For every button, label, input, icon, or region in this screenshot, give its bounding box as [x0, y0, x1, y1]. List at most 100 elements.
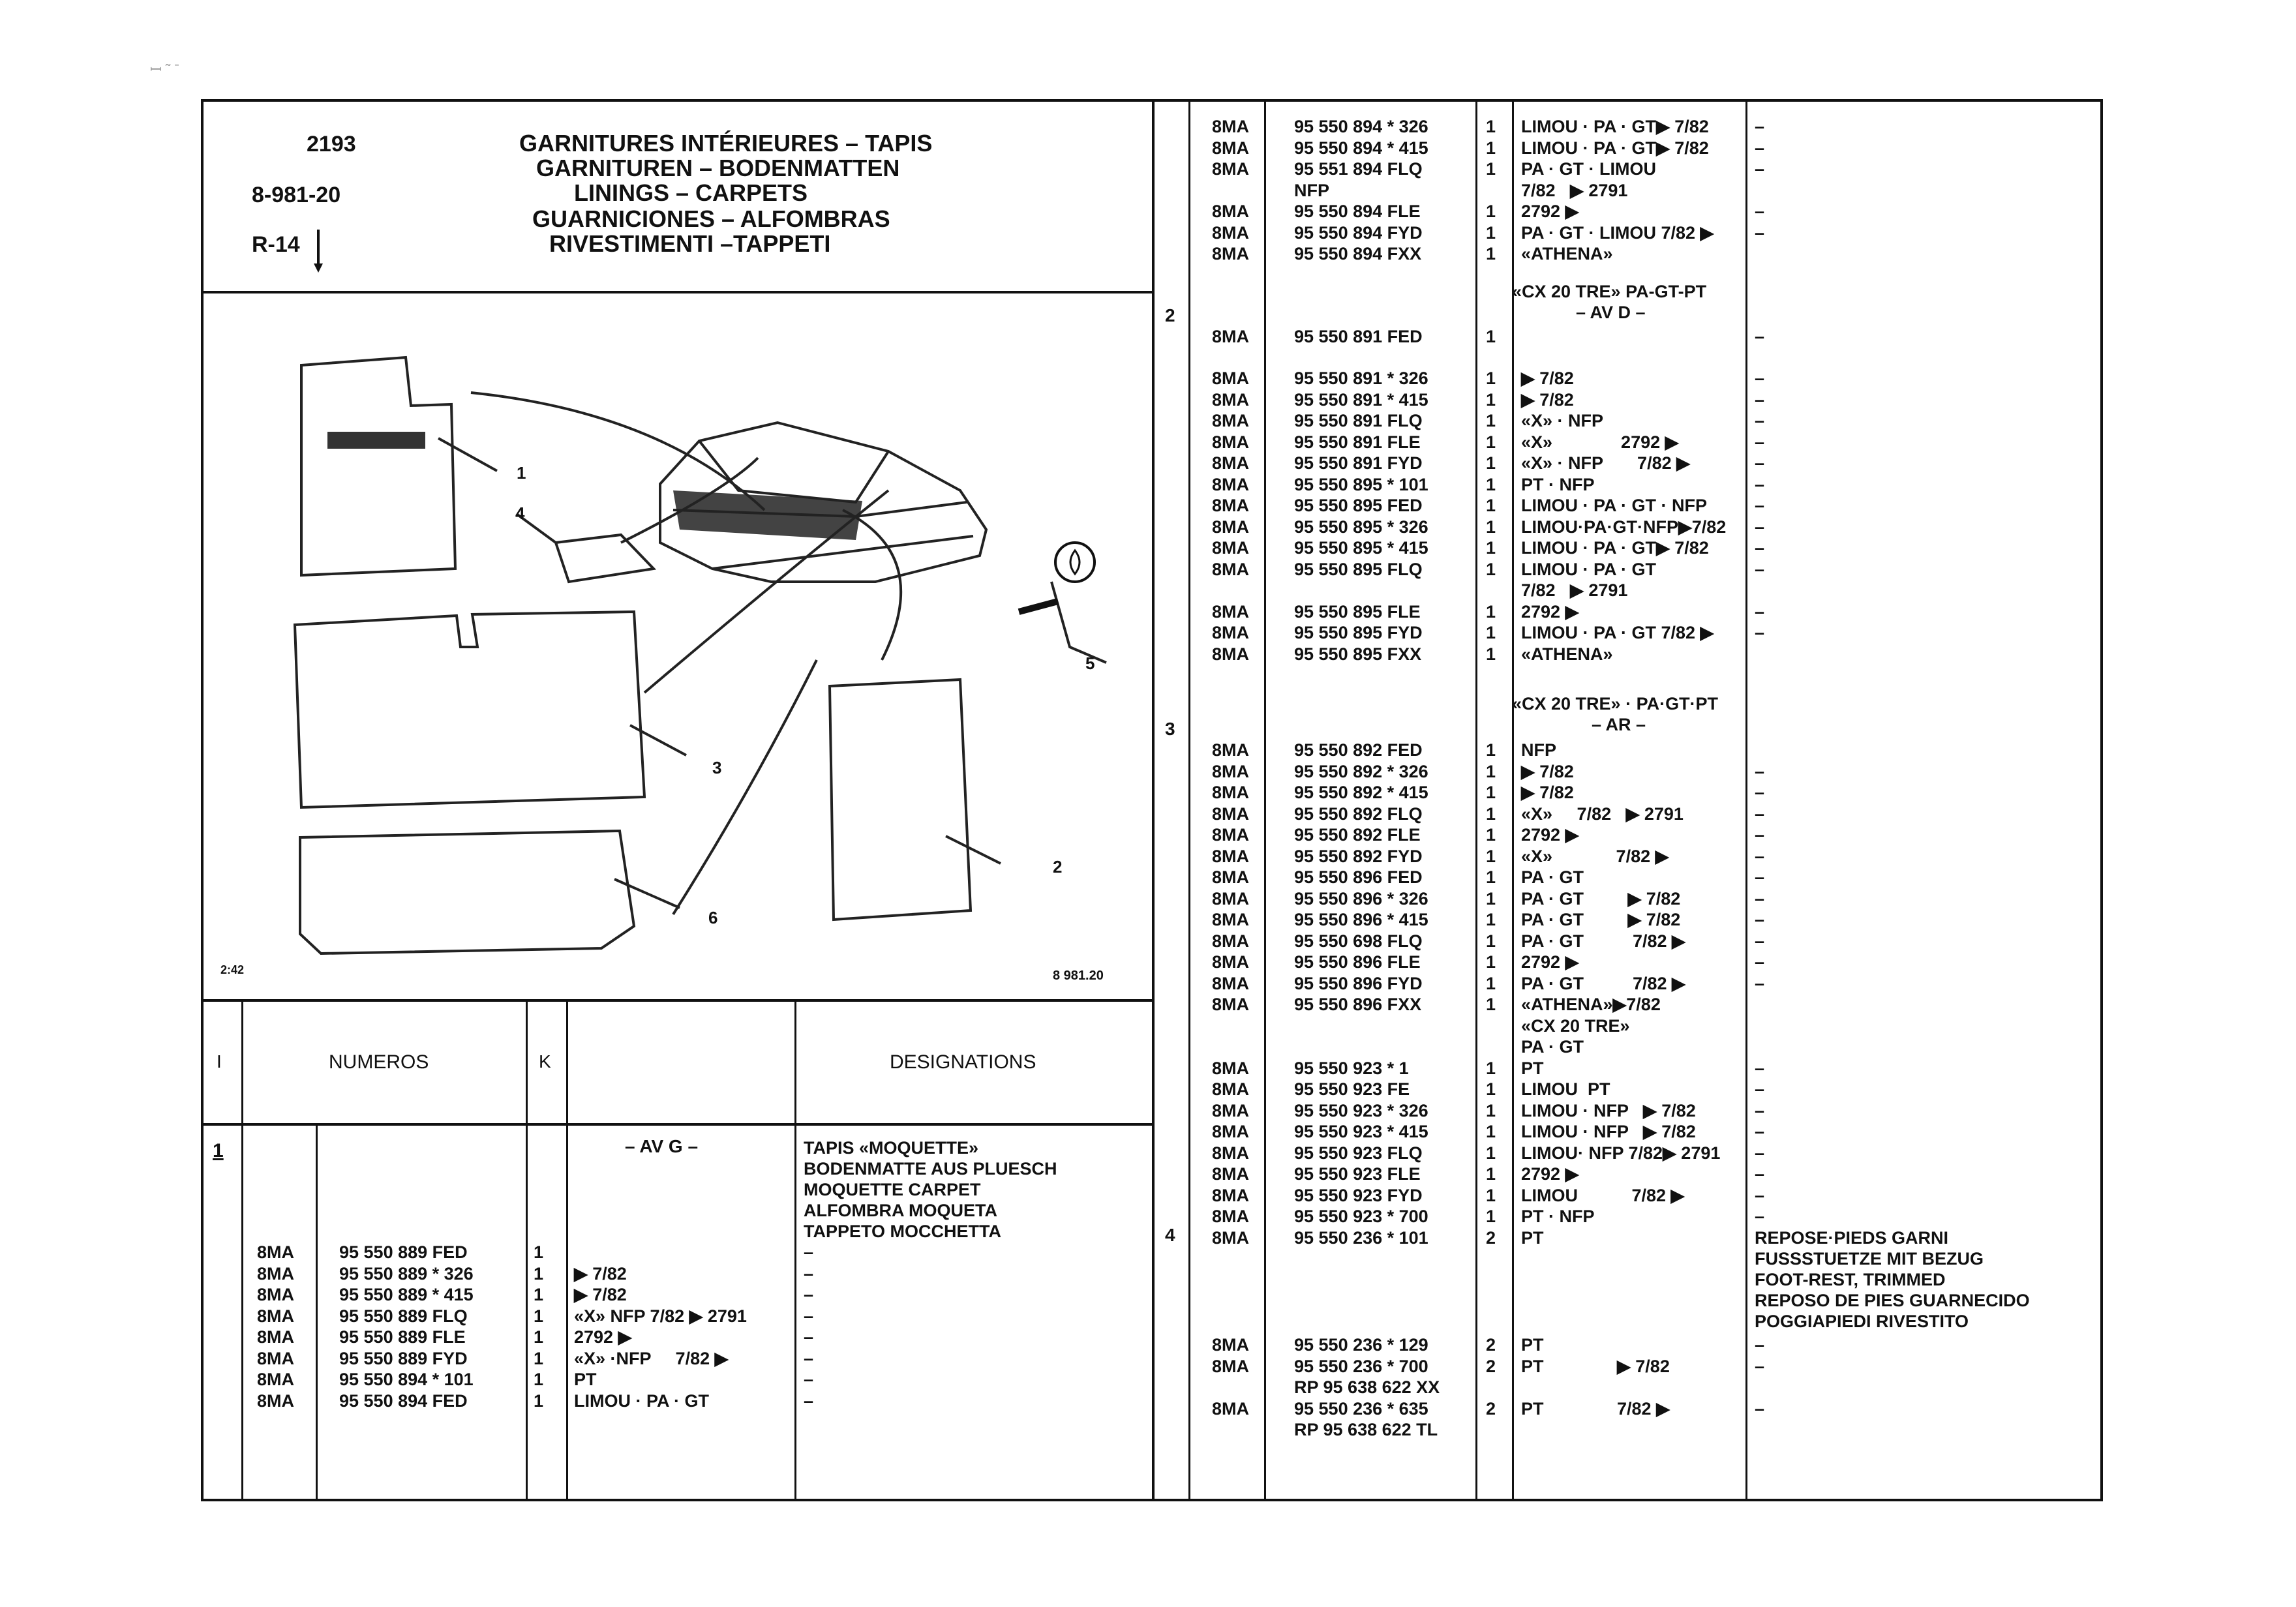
cell-number: RP 95 638 622 XX: [1294, 1377, 1440, 1397]
left-col-line-5: [794, 999, 796, 1501]
cell-prefix: 8MA: [1212, 867, 1250, 887]
left-col-line-1: [241, 999, 243, 1501]
cell-dash: –: [1755, 1207, 1765, 1226]
designation-4-fr: REPOSE·PIEDS GARNI: [1755, 1228, 1949, 1248]
figure-ref: 8 981.20: [1053, 969, 1104, 983]
designation-4-it: POGGIAPIEDI RIVESTITO: [1755, 1312, 1969, 1331]
cell-dash: –: [1755, 1335, 1765, 1355]
cell-prefix: 8MA: [1212, 368, 1250, 388]
cell-qty: 1: [1486, 474, 1496, 494]
cell-prefix: 8MA: [1212, 888, 1250, 909]
cell-variant: PA · GT 7/82 ▶: [1521, 931, 1685, 951]
section-index-1: 1: [213, 1140, 224, 1162]
cell-dash: –: [1755, 783, 1765, 802]
cell-number: 95 550 889 * 415: [339, 1285, 474, 1304]
cell-variant: «X» ·NFP 7/82 ▶: [574, 1348, 729, 1368]
divider-k-col: [1512, 99, 1514, 1501]
cell-qty: 1: [1486, 888, 1496, 909]
cell-prefix: 8MA: [1212, 1100, 1250, 1120]
cell-variant: NFP: [1521, 740, 1556, 760]
cell-variant: LIMOU PT: [1521, 1079, 1610, 1099]
cell-number: 95 550 894 * 101: [339, 1370, 474, 1389]
cell-variant: ▶ 7/82: [1521, 368, 1574, 388]
cell-dash: –: [1755, 538, 1765, 558]
cell-qty: 1: [1486, 601, 1496, 622]
cell-qty: 1: [1486, 931, 1496, 951]
col-header-designations: DESIGNATIONS: [890, 1051, 1036, 1073]
designation-4-de: FUSSSTUETZE MIT BEZUG: [1755, 1249, 1984, 1269]
cell-prefix: 8MA: [1212, 1079, 1250, 1099]
cell-prefix: 8MA: [1212, 1356, 1250, 1376]
cell-prefix: 8MA: [1212, 740, 1250, 760]
callout-1: 1: [517, 463, 526, 483]
cell-dash: –: [1755, 931, 1765, 951]
cell-number: 95 550 698 FLQ: [1294, 931, 1423, 951]
title-fr: GARNITURES INTÉRIEURES – TAPIS: [519, 130, 933, 157]
cell-number: 95 550 892 * 415: [1294, 783, 1428, 802]
cell-number: 95 550 923 FLQ: [1294, 1143, 1423, 1163]
cell-prefix: 8MA: [1212, 453, 1250, 473]
cell-prefix: 8MA: [1212, 244, 1250, 263]
cell-number: 95 550 892 FLQ: [1294, 804, 1423, 824]
cell-qty: 1: [1486, 138, 1496, 158]
cell-prefix: 8MA: [257, 1263, 295, 1284]
cell-prefix: 8MA: [1212, 117, 1250, 136]
cell-dash: –: [1755, 1164, 1765, 1184]
cell-dash: –: [1755, 952, 1765, 972]
cell-prefix: 8MA: [257, 1370, 295, 1389]
cell-dash: –: [1755, 601, 1765, 622]
range-arrow-icon: [314, 230, 323, 273]
cell-number: 95 550 895 FLQ: [1294, 559, 1423, 579]
cell-prefix: 8MA: [1212, 1143, 1250, 1163]
cell-dash: –: [1755, 1356, 1765, 1376]
cell-qty: 1: [1486, 952, 1496, 972]
divider-number-col: [1475, 99, 1477, 1501]
cell-dash: –: [1755, 825, 1765, 845]
cell-variant: «X» 7/82 ▶: [1521, 846, 1669, 866]
cell-dash: –: [804, 1242, 814, 1262]
cell-number: 95 550 236 * 700: [1294, 1356, 1428, 1376]
cell-prefix: 8MA: [1212, 1164, 1250, 1184]
cell-variant: 2792 ▶: [1521, 825, 1579, 845]
designation-block-1: TAPIS «MOQUETTE» BODENMATTE AUS PLUESCH …: [804, 1137, 1057, 1242]
cell-prefix: 8MA: [1212, 783, 1250, 802]
cell-number: 95 550 889 * 326: [339, 1263, 474, 1284]
cell-qty: 2: [1486, 1356, 1496, 1376]
page-range: R-14: [252, 232, 300, 257]
cell-variant: PA · GT 7/82 ▶: [1521, 973, 1685, 993]
cell-dash: –: [804, 1370, 814, 1389]
cell-qty: 1: [1486, 740, 1496, 760]
cell-qty: 1: [1486, 1185, 1496, 1205]
cell-dash: –: [1755, 159, 1765, 179]
cell-number: 95 550 923 FYD: [1294, 1185, 1423, 1205]
cell-variant: PT ▶ 7/82: [1521, 1356, 1670, 1376]
cell-variant: 2792 ▶: [1521, 952, 1579, 972]
cell-prefix: 8MA: [257, 1390, 295, 1411]
cell-prefix: 8MA: [1212, 761, 1250, 781]
cell-number: 95 550 923 * 326: [1294, 1100, 1428, 1120]
title-es: GUARNICIONES – ALFOMBRAS: [532, 205, 890, 232]
designation-en: MOQUETTE CARPET: [804, 1180, 981, 1199]
cell-variant: PT 7/82 ▶: [1521, 1398, 1670, 1419]
cell-dash: –: [1755, 1122, 1765, 1141]
cell-qty: 1: [534, 1327, 544, 1347]
cell-number: NFP: [1294, 180, 1329, 200]
cell-number: 95 551 894 FLQ: [1294, 159, 1423, 179]
cell-dash: –: [1755, 411, 1765, 430]
cell-prefix: 8MA: [1212, 159, 1250, 179]
